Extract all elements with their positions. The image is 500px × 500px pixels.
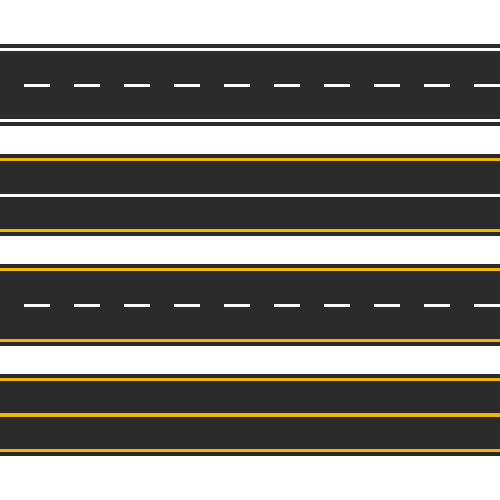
- center-dash: [424, 84, 450, 87]
- road-center-dashed-line: [24, 304, 500, 307]
- road-center-solid-line: [0, 413, 500, 417]
- road-edge-line-top: [0, 378, 500, 381]
- center-dash: [124, 84, 150, 87]
- center-dash: [24, 84, 50, 87]
- center-dash: [174, 84, 200, 87]
- center-dash: [474, 304, 500, 307]
- center-dash: [24, 304, 50, 307]
- center-dash: [174, 304, 200, 307]
- road-edge-line-bottom: [0, 229, 500, 232]
- center-dash: [224, 84, 250, 87]
- center-dash: [374, 84, 400, 87]
- center-dash: [74, 84, 100, 87]
- road-yellow-edges-dashed-center: [0, 264, 500, 346]
- road-yellow-edges-yellow-center: [0, 374, 500, 456]
- center-dash: [124, 304, 150, 307]
- center-dash: [374, 304, 400, 307]
- center-dash: [474, 84, 500, 87]
- center-dash: [224, 304, 250, 307]
- center-dash: [274, 304, 300, 307]
- road-edge-line-top: [0, 48, 500, 51]
- road-yellow-edges-white-center: [0, 154, 500, 236]
- center-dash: [324, 84, 350, 87]
- road-edge-line-bottom: [0, 119, 500, 122]
- center-dash: [274, 84, 300, 87]
- road-edge-line-bottom: [0, 339, 500, 342]
- road-edge-line-bottom: [0, 449, 500, 452]
- road-edge-line-top: [0, 158, 500, 161]
- center-dash: [74, 304, 100, 307]
- road-center-solid-line: [0, 194, 500, 197]
- center-dash: [324, 304, 350, 307]
- road-white-edges-dashed-center: [0, 44, 500, 126]
- road-center-dashed-line: [24, 84, 500, 87]
- center-dash: [424, 304, 450, 307]
- road-edge-line-top: [0, 268, 500, 271]
